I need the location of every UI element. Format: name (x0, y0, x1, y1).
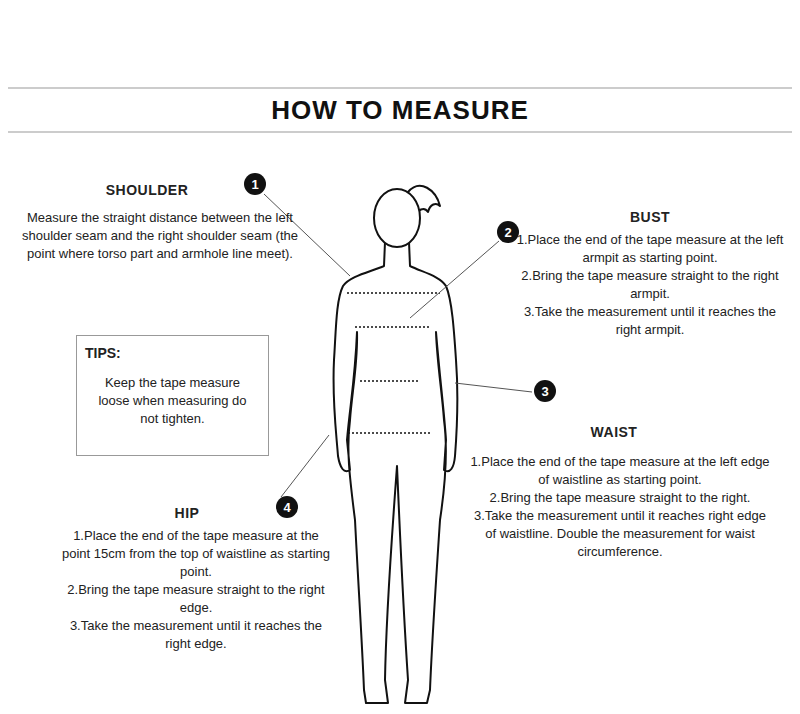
instruction-text: 2.Bring the tape measure straight to the… (58, 581, 334, 617)
instruction-text: 1.Place the end of the tape measure at t… (470, 453, 770, 489)
section-heading: SHOULDER (47, 181, 247, 199)
measure-lines (347, 293, 440, 433)
bust-line (355, 326, 430, 328)
body-outline (333, 242, 457, 703)
head (374, 189, 420, 247)
leader-line (410, 241, 499, 318)
shoulder-line (347, 292, 440, 294)
callout-digit: 2 (504, 226, 511, 239)
instruction-text: 2.Bring the tape measure straight to the… (470, 489, 770, 507)
tips-heading: TIPS: (85, 344, 260, 362)
rule-line (8, 132, 792, 133)
callout-number: 3 (534, 380, 556, 402)
page-title: HOW TO MEASURE (0, 94, 800, 126)
instruction-text: 2.Bring the tape measure straight to the… (515, 267, 785, 303)
instruction-text: 3.Take the measurement until it reaches … (58, 617, 334, 653)
instruction-text: 3.Take the measurement until it reaches … (515, 303, 785, 339)
callout-digit: 4 (283, 501, 290, 514)
leader-line (281, 435, 329, 497)
instruction-text: 3.Take the measurement until it reaches … (470, 507, 770, 561)
leader-line (455, 383, 532, 392)
tips-box: TIPS: Keep the tape measure loose when me… (76, 335, 269, 456)
section-heading: HIP (87, 504, 287, 522)
instruction-text: 1.Place the end of the tape measure at t… (58, 527, 334, 581)
instruction-text: Measure the straight distance between th… (12, 209, 308, 263)
callout-number: 1 (244, 173, 266, 195)
section-heading: BUST (550, 208, 750, 226)
tips-body: Keep the tape measure loose when measuri… (98, 374, 248, 428)
callout-digit: 3 (541, 385, 548, 398)
hip-line (348, 432, 430, 434)
body-figure (333, 186, 457, 703)
leader-lines (264, 194, 532, 497)
callout-number: 2 (497, 221, 519, 243)
rule-line (8, 88, 792, 89)
callout-number: 4 (276, 496, 298, 518)
waist-line (360, 380, 420, 382)
section-heading: WAIST (514, 423, 714, 441)
callout-digit: 1 (251, 178, 258, 191)
instruction-text: 1.Place the end of the tape measure at t… (515, 231, 785, 267)
